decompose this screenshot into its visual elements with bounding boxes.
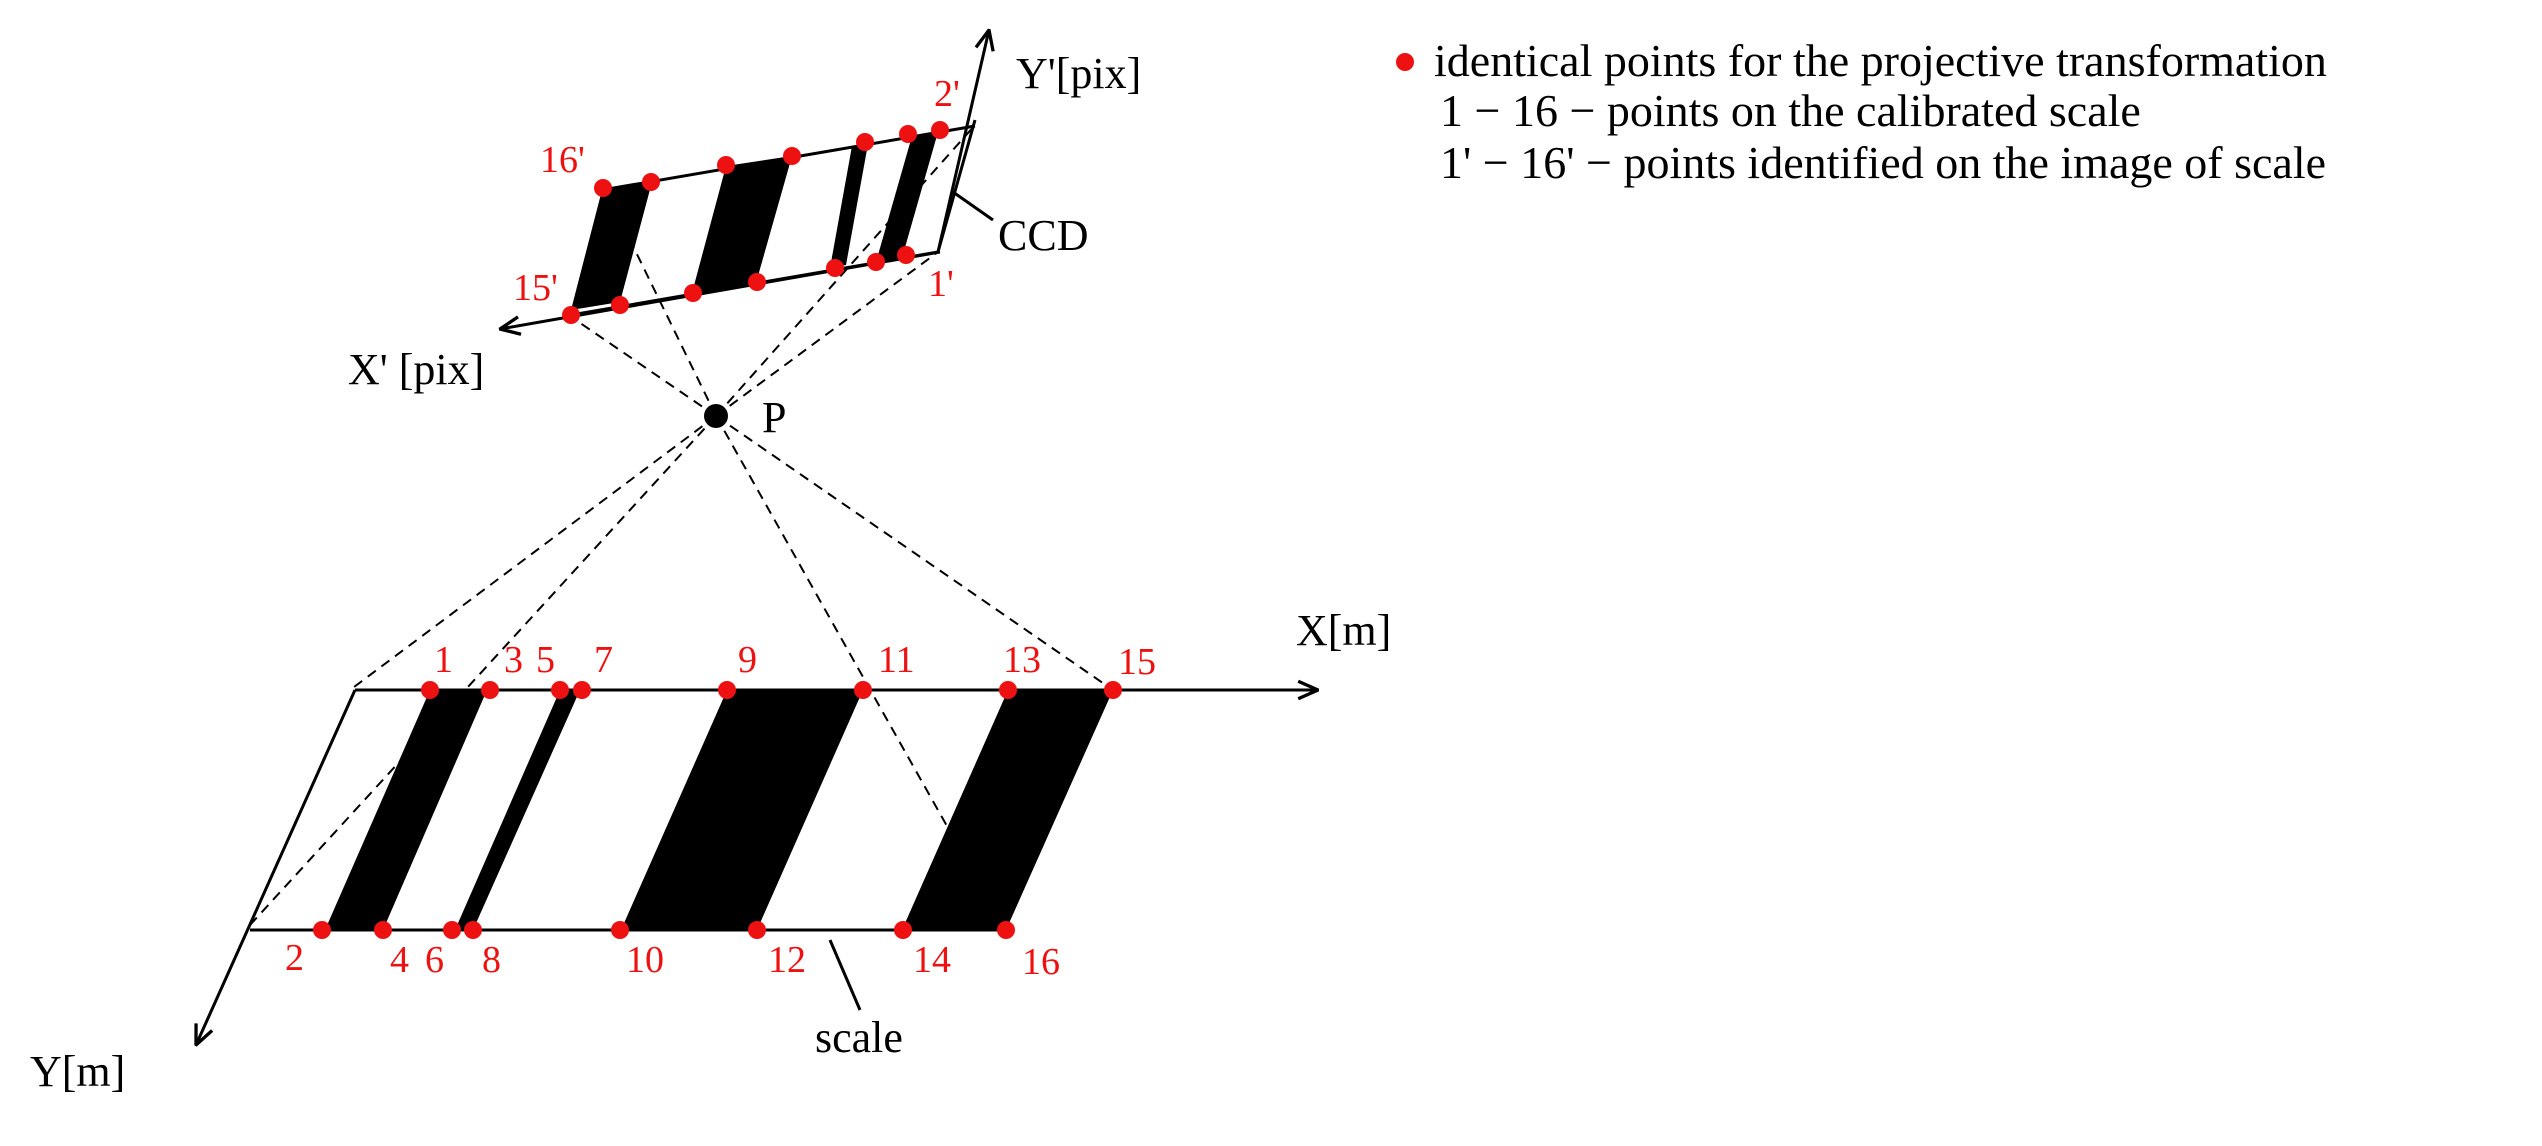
identical-point <box>443 921 461 939</box>
scale-point-label: 6 <box>425 939 444 981</box>
scale-point-label: 8 <box>482 939 501 981</box>
image-point-labels: 16' 15' 2' 1' <box>513 73 960 309</box>
scale-point-label: 1 <box>434 639 453 681</box>
identical-point <box>684 284 702 302</box>
ccd-label: CCD <box>998 211 1088 260</box>
scale-point-label: 9 <box>738 639 757 681</box>
image-point-label: 2' <box>934 73 960 115</box>
scale-point-label: 4 <box>390 939 409 981</box>
ray-7 <box>569 315 717 417</box>
scale-stripe-2 <box>455 690 580 930</box>
ray-3 <box>715 415 1114 691</box>
identical-point <box>867 253 885 271</box>
projection-center-label: P <box>762 393 786 442</box>
identical-point <box>642 173 660 191</box>
ray-6 <box>715 251 939 417</box>
scale-point-label: 12 <box>768 939 806 981</box>
scale-point-labels-top: 1 3 5 7 9 11 13 15 <box>434 639 1156 683</box>
projection-rays <box>249 123 1114 926</box>
scale-stripe-4 <box>902 690 1113 930</box>
calibrated-scale <box>196 690 1318 1045</box>
y-axis <box>196 689 357 1045</box>
scale-point-label: 15 <box>1118 641 1156 683</box>
identical-point <box>313 921 331 939</box>
identical-point <box>854 681 872 699</box>
scale-point-label: 14 <box>913 939 951 981</box>
scale-point-label: 11 <box>878 639 915 681</box>
identical-point <box>826 259 844 277</box>
identical-point <box>611 921 629 939</box>
identical-point <box>374 921 392 939</box>
identical-point <box>594 179 612 197</box>
identical-point <box>481 681 499 699</box>
x-axis-label: X[m] <box>1296 606 1391 655</box>
identical-point <box>464 921 482 939</box>
scale-leader-line <box>828 939 862 1011</box>
legend: identical points for the projective tran… <box>1396 35 2327 188</box>
identical-point <box>562 306 580 324</box>
ray-2 <box>249 415 717 926</box>
scale-point-label: 5 <box>536 639 555 681</box>
identical-point <box>421 681 439 699</box>
ray-4 <box>715 415 953 836</box>
image-point-label: 1' <box>928 263 954 305</box>
scale-stripe-3 <box>621 690 863 930</box>
image-stripe-3 <box>830 144 868 268</box>
ray-8 <box>631 243 717 417</box>
x-prime-axis-label: X' [pix] <box>348 345 484 394</box>
identical-point <box>897 246 915 264</box>
ccd-leader-line <box>952 190 994 222</box>
identical-points <box>313 121 1122 939</box>
scale-point-label: 16 <box>1022 941 1060 983</box>
identical-point <box>1104 681 1122 699</box>
identical-point <box>856 133 874 151</box>
scale-point-label: 13 <box>1003 639 1041 681</box>
image-stripe-1 <box>571 182 652 310</box>
ray-1 <box>349 415 717 691</box>
legend-line-2: 1 − 16 − points on the calibrated scale <box>1440 85 2141 136</box>
identical-point <box>748 273 766 291</box>
image-point-label: 16' <box>540 139 585 181</box>
image-stripe-2 <box>692 156 792 293</box>
legend-point-marker <box>1396 53 1414 71</box>
identical-point <box>551 681 569 699</box>
identical-point <box>573 681 591 699</box>
scale-stripe-1 <box>325 690 487 930</box>
identical-point <box>999 681 1017 699</box>
image-point-label: 15' <box>513 267 558 309</box>
identical-point <box>718 681 736 699</box>
legend-line-3: 1' − 16' − points identified on the imag… <box>1440 137 2326 188</box>
y-axis-label: Y[m] <box>30 1047 125 1096</box>
legend-line-1: identical points for the projective tran… <box>1434 35 2327 86</box>
identical-point <box>748 921 766 939</box>
projection-center-point <box>704 404 728 428</box>
image-stripe-4 <box>876 132 938 262</box>
identical-point <box>931 121 949 139</box>
y-prime-axis <box>936 30 989 253</box>
identical-point <box>717 156 735 174</box>
identical-point <box>997 921 1015 939</box>
scale-point-label: 7 <box>594 639 613 681</box>
y-prime-axis-label: Y'[pix] <box>1016 49 1141 98</box>
identical-point <box>611 296 629 314</box>
scale-point-label: 2 <box>285 937 304 979</box>
ray-5 <box>715 123 977 417</box>
scale-label: scale <box>815 1013 903 1062</box>
scale-point-labels-bottom: 2 4 6 8 10 12 14 16 <box>285 937 1060 983</box>
axis-labels: Y'[pix] X' [pix] CCD P X[m] Y[m] scale <box>30 49 1391 1096</box>
identical-point <box>894 921 912 939</box>
identical-point <box>899 125 917 143</box>
scale-point-label: 10 <box>626 939 664 981</box>
identical-point <box>783 147 801 165</box>
scale-point-label: 3 <box>504 639 523 681</box>
